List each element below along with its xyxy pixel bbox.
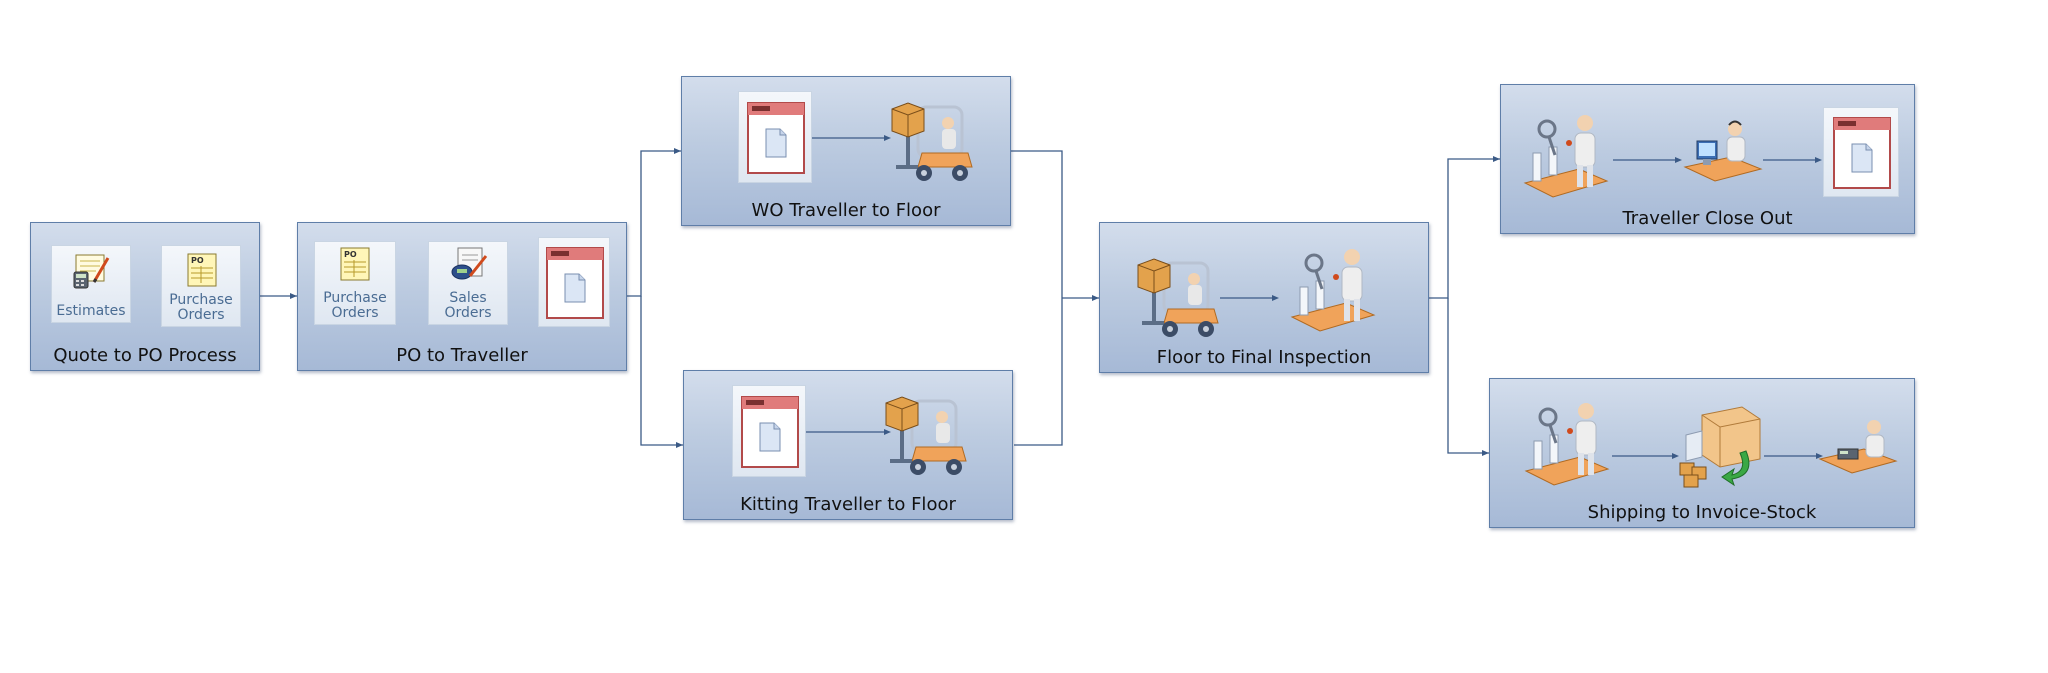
inspector-icon	[1290, 249, 1376, 332]
tile-label: Sales Orders	[444, 290, 492, 321]
step-title: Floor to Final Inspection	[1156, 347, 1372, 368]
step-title: Traveller Close Out	[1622, 208, 1793, 229]
inner-arrow	[1612, 453, 1679, 459]
svg-text:PO: PO	[344, 250, 357, 259]
tile-traveller-document[interactable]	[732, 385, 806, 477]
connector-po-to-kitting	[640, 296, 683, 448]
estimates-icon	[73, 254, 110, 289]
svg-text:PO: PO	[191, 256, 204, 265]
step-floor-to-final-inspection[interactable]: Floor to Final Inspection	[1099, 222, 1429, 373]
connector-to-shipping	[1447, 298, 1489, 456]
forklift-icon	[891, 102, 973, 181]
traveller-document-icon	[741, 396, 799, 468]
tile-traveller-document[interactable]	[738, 91, 812, 183]
step-po-to-traveller[interactable]: PO Purchase Orders Sales Orders	[297, 222, 627, 371]
inner-arrow	[1220, 295, 1279, 301]
purchase-order-icon: PO	[187, 253, 217, 287]
step-title: WO Traveller to Floor	[751, 200, 941, 221]
tile-purchase-orders[interactable]: PO Purchase Orders	[314, 241, 396, 325]
forklift-icon	[885, 396, 967, 475]
step-kitting-traveller-to-floor[interactable]: Kitting Traveller to Floor	[683, 370, 1013, 520]
inner-arrow	[812, 135, 891, 141]
step-traveller-close-out[interactable]: Traveller Close Out	[1500, 84, 1915, 234]
tile-purchase-orders[interactable]: PO Purchase Orders	[161, 245, 241, 327]
step-title: Kitting Traveller to Floor	[740, 494, 956, 515]
tile-traveller-document[interactable]	[1823, 107, 1899, 197]
traveller-document-icon	[747, 102, 805, 174]
connector-to-close-out	[1429, 156, 1500, 299]
traveller-document-icon	[546, 247, 604, 319]
forklift-icon	[1137, 258, 1219, 337]
delivery-truck-icon	[1679, 406, 1761, 488]
tile-label: Purchase Orders	[169, 292, 233, 323]
step-title: PO to Traveller	[396, 345, 528, 366]
step-title: Quote to PO Process	[53, 345, 237, 366]
traveller-document-icon	[1833, 117, 1891, 189]
inspector-icon	[1523, 115, 1609, 198]
step-wo-traveller-to-floor[interactable]: WO Traveller to Floor	[681, 76, 1011, 226]
tile-sales-orders[interactable]: Sales Orders	[428, 241, 508, 325]
invoice-clerk-icon	[1818, 420, 1898, 474]
step-shipping-to-invoice-stock[interactable]: Shipping to Invoice-Stock	[1489, 378, 1915, 528]
purchase-order-icon: PO	[340, 247, 370, 281]
connector-wo-kitting-merge	[1011, 150, 1063, 446]
inner-arrow	[806, 429, 891, 435]
tile-label: Purchase Orders	[323, 290, 387, 321]
step-title: Shipping to Invoice-Stock	[1587, 502, 1817, 523]
inspector-icon	[1524, 403, 1610, 486]
inner-arrow	[1613, 157, 1682, 163]
tile-label: Estimates	[56, 303, 126, 319]
tile-estimates[interactable]: Estimates	[51, 245, 131, 323]
connector-po-to-wo	[627, 148, 681, 297]
inner-arrow	[1763, 157, 1822, 163]
sales-order-icon	[451, 247, 488, 280]
computer-operator-icon	[1683, 120, 1763, 182]
tile-traveller-document[interactable]	[538, 237, 610, 327]
step-quote-to-po[interactable]: Estimates PO Purchase Orders Quote to PO…	[30, 222, 260, 371]
inner-arrow	[1764, 453, 1823, 459]
